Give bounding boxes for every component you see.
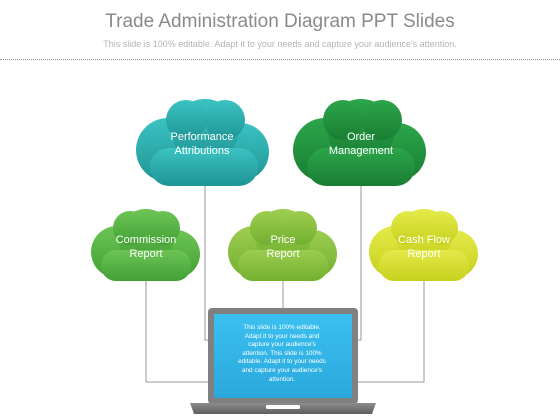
screen-text-line: capture your audience's: [248, 341, 316, 349]
screen-text-line: attention. This slide is 100%: [242, 349, 322, 357]
cloud-label-line: Report: [407, 248, 441, 260]
cloud-label-performance: Performance Attributions: [142, 130, 262, 158]
cloud-label-line: Management: [328, 145, 394, 157]
connector-cashflow: [358, 272, 425, 383]
cloud-price: [228, 209, 337, 281]
cloud-cashflow: [369, 209, 478, 281]
laptop-screen: [214, 314, 352, 398]
screen-text-line: editable. Adapt it to your needs: [238, 358, 326, 366]
cloud-order: [293, 99, 426, 186]
screen-text-line: and capture your audience's: [241, 366, 323, 374]
cloud-performance: [136, 99, 269, 186]
cloud-label-line: Report: [266, 248, 300, 260]
cloud-label-line: Commission: [115, 234, 177, 246]
cloud-label-line: Cash Flow: [398, 234, 450, 246]
cloud-label-line: Price: [270, 234, 296, 246]
cloud-label-price: Price Report: [223, 233, 343, 261]
screen-text-line: attention.: [268, 375, 296, 383]
cloud-label-line: Report: [129, 248, 163, 260]
cloud-label-commission: Commission Report: [86, 233, 206, 261]
cloud-label-cashflow: Cash Flow Report: [364, 233, 484, 261]
header-divider: [0, 59, 560, 60]
laptop-trackpad: [266, 405, 300, 409]
page-title: Trade Administration Diagram PPT Slides: [105, 11, 455, 32]
cloud-label-order: Order Management: [301, 130, 421, 158]
connector-commission: [145, 272, 208, 383]
cloud-commission: [91, 209, 200, 281]
page-subtitle: This slide is 100% editable. Adapt it to…: [103, 39, 457, 49]
cloud-label-line: Attributions: [174, 145, 230, 157]
cloud-label-line: Performance: [170, 131, 234, 143]
cloud-label-line: Order: [346, 131, 376, 143]
laptop: [190, 308, 376, 414]
screen-text-line: This slide is 100% editable.: [243, 324, 321, 331]
laptop-screen-text: This slide is 100% editable. Adapt it to…: [218, 324, 346, 384]
screen-text-line: Adapt it to your needs and: [244, 332, 320, 340]
